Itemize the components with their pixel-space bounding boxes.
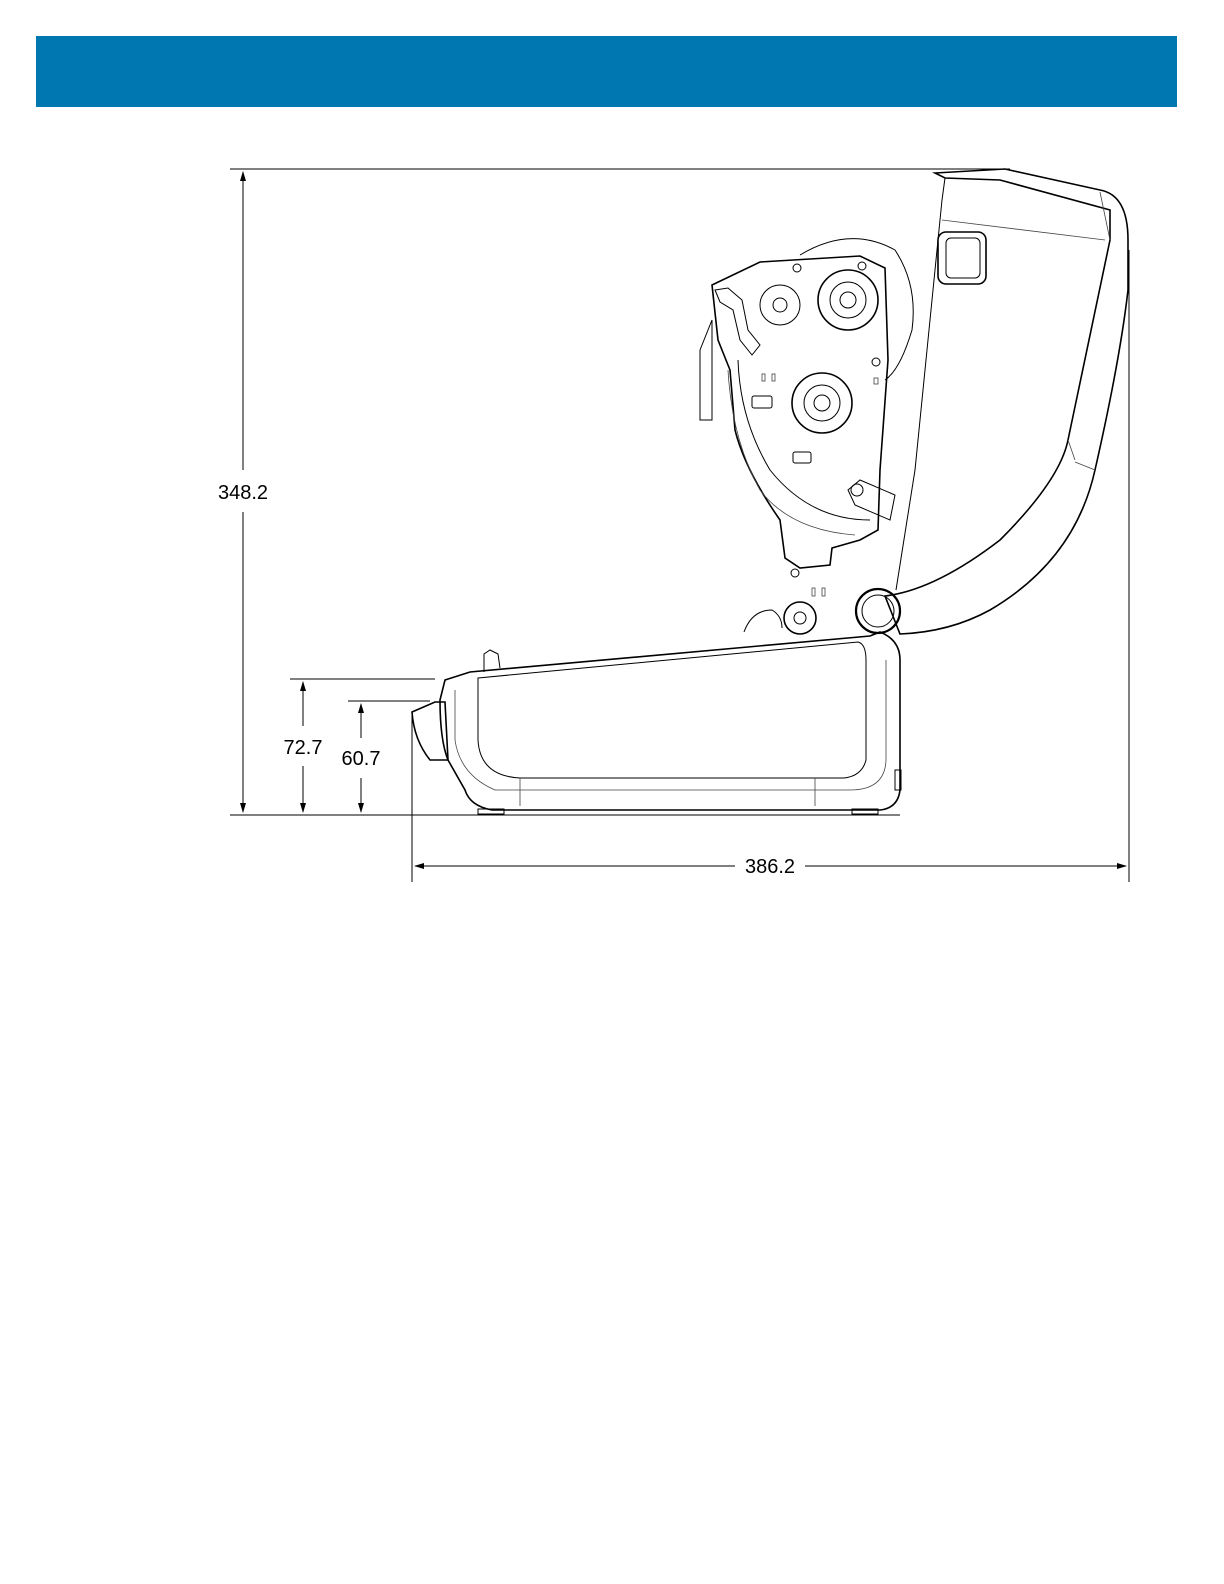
carriage-notch	[762, 374, 765, 381]
front-latch	[484, 650, 500, 672]
ribbon-supply-spindle-core	[840, 292, 856, 308]
ribbon-takeup-spindle	[792, 373, 852, 433]
carriage-notch	[772, 374, 775, 381]
carriage-notch	[812, 588, 815, 596]
media-sensor-roller	[744, 610, 782, 632]
dimension-label-height-open: 348.2	[218, 482, 268, 504]
carriage-hole	[791, 569, 799, 577]
dimension-label-front-upper: 72.7	[284, 737, 323, 759]
base-outer-shell	[440, 632, 900, 810]
dimension-height-open: 348.2	[218, 169, 1010, 815]
carriage-notch	[822, 588, 825, 596]
lid-top-crease	[942, 220, 1105, 240]
guide-roller-core	[773, 298, 787, 312]
front-media-lip	[412, 702, 448, 760]
platen-roller	[784, 602, 816, 634]
guide-roller	[760, 285, 800, 325]
dimension-label-depth: 386.2	[745, 856, 795, 878]
base-contour-line	[455, 660, 886, 790]
platen-roller-core	[794, 612, 806, 624]
ribbon-takeup-spindle-hub	[804, 385, 840, 421]
hinge-knob	[856, 589, 900, 633]
carriage-latch-arm	[715, 288, 760, 355]
dimension-depth: 386.2	[412, 250, 1129, 882]
printer-lid-open	[885, 169, 1128, 634]
ribbon-supply-spindle	[818, 270, 878, 330]
dimension-height-front-lower: 60.7	[342, 701, 430, 812]
carriage-hole	[793, 264, 801, 272]
ribbon-carriage	[700, 239, 913, 634]
carriage-hole	[872, 358, 880, 366]
carriage-front-plate	[700, 320, 712, 420]
ribbon-disc-outline	[800, 239, 913, 380]
printhead-pivot	[851, 484, 863, 496]
printer-base	[412, 632, 901, 815]
base-inner-panel	[478, 642, 866, 778]
ribbon-takeup-spindle-core	[814, 395, 830, 411]
dimension-label-front-lower: 60.7	[342, 748, 381, 770]
ribbon-supply-spindle-hub	[830, 282, 866, 318]
carriage-slot-upper	[752, 396, 772, 408]
carriage-media-path	[738, 360, 870, 520]
hinge-assembly	[856, 589, 900, 633]
lid-release-button-inner	[946, 238, 980, 278]
carriage-hole	[858, 262, 866, 270]
hinge-knob-inner	[862, 595, 894, 627]
printhead-bracket	[848, 480, 895, 520]
carriage-slot-lower	[793, 452, 811, 463]
carriage-notch	[874, 378, 878, 384]
carriage-media-path-outer	[728, 370, 855, 535]
